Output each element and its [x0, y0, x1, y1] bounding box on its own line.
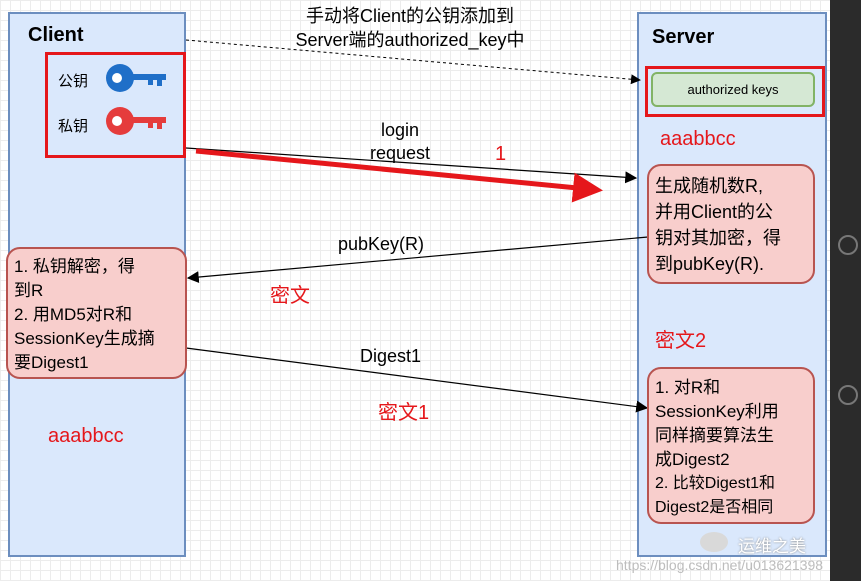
authorized-keys-box[interactable]: authorized keys	[651, 72, 815, 107]
decrypt-line-1: 1. 私钥解密，得	[14, 257, 135, 276]
decrypt-line-2: 到R	[14, 281, 44, 300]
generate-line-3: 钥对其加密，得	[655, 228, 781, 248]
decrypt-line-3: 2. 用MD5对R和	[14, 305, 133, 324]
compare-line-4: 成Digest2	[655, 450, 730, 469]
wechat-icon	[700, 532, 728, 552]
decrypt-line-5: 要Digest1	[14, 353, 89, 372]
add-key-line-1: 手动将Client的公钥添加到	[305, 6, 515, 26]
compare-digest-box[interactable]: 1. 对R和 SessionKey利用 同样摘要算法生 成Digest2 2. …	[647, 367, 815, 524]
zoom-out-icon[interactable]	[838, 385, 858, 405]
login-line-1: login	[380, 120, 420, 140]
public-key-icon[interactable]	[104, 60, 168, 96]
digest-label: Digest1	[360, 346, 422, 366]
login-request-label: login request	[340, 119, 460, 165]
client-keys-highlight[interactable]	[45, 52, 186, 158]
pubkey-arrow	[186, 236, 649, 284]
add-key-message: 手动将Client的公钥添加到 Server端的authorized_key中	[255, 4, 565, 52]
generate-line-2: 并用Client的公	[655, 202, 774, 222]
watermark-brand: 运维之美	[738, 537, 806, 556]
ciphertext-label: 密文	[270, 285, 310, 307]
decrypt-line-4: SessionKey生成摘	[14, 329, 155, 348]
login-request-arrow	[185, 147, 638, 184]
ciphertext2-label: 密文2	[655, 330, 707, 352]
generate-line-1: 生成随机数R,	[655, 176, 763, 196]
watermark-url: https://blog.csdn.net/u013621398	[616, 557, 824, 573]
compare-line-6: Digest2是否相同	[655, 499, 774, 516]
private-key-label: 私钥	[58, 118, 89, 135]
authorized-keys-label: authorized keys	[687, 82, 779, 97]
editor-side-strip	[830, 0, 861, 581]
add-key-line-2: Server端的authorized_key中	[295, 30, 525, 50]
ciphertext1-label: 密文1	[378, 402, 430, 424]
private-key-icon[interactable]	[104, 103, 168, 139]
compare-line-5: 2. 比较Digest1和	[655, 475, 776, 492]
pubkey-label: pubKey(R)	[338, 234, 425, 254]
login-highlight-arrow	[195, 148, 603, 203]
add-key-arrow	[185, 39, 641, 85]
generate-random-box[interactable]: 生成随机数R, 并用Client的公 钥对其加密，得 到pubKey(R).	[647, 164, 815, 284]
compare-line-1: 1. 对R和	[655, 378, 721, 397]
client-note: aaabbcc	[48, 425, 124, 447]
digest-arrow	[185, 347, 649, 413]
authorized-keys-highlight[interactable]	[645, 66, 825, 117]
server-title: Server	[652, 26, 715, 48]
step-number: 1	[495, 143, 507, 165]
public-key-label: 公钥	[58, 73, 89, 90]
compare-line-2: SessionKey利用	[655, 402, 779, 421]
compare-line-3: 同样摘要算法生	[655, 426, 774, 445]
client-title: Client	[28, 24, 84, 46]
server-note: aaabbcc	[660, 128, 736, 150]
login-line-2: request	[369, 143, 431, 163]
zoom-in-icon[interactable]	[838, 235, 858, 255]
generate-line-4: 到pubKey(R).	[655, 254, 765, 274]
decrypt-box[interactable]: 1. 私钥解密，得 到R 2. 用MD5对R和 SessionKey生成摘 要D…	[6, 247, 187, 379]
